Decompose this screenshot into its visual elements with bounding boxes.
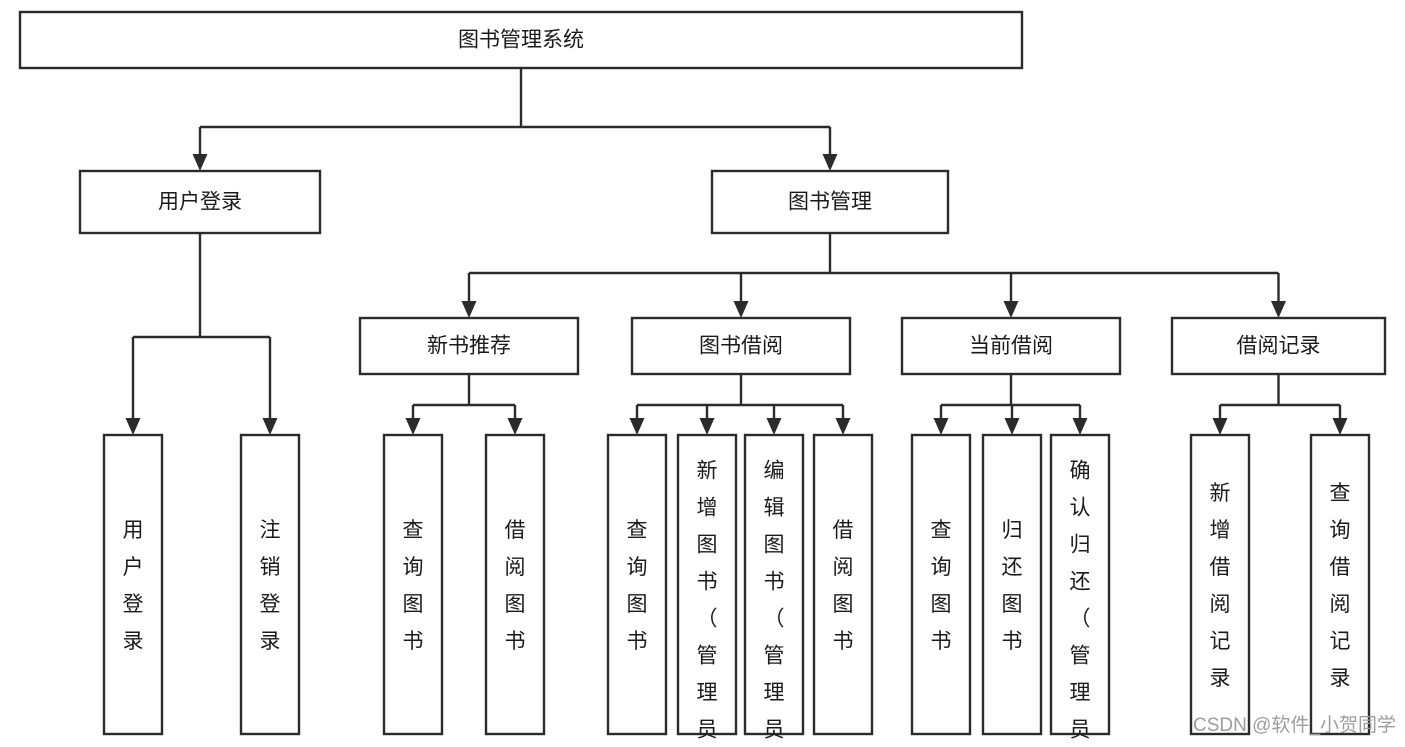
node-new-book-recommend-box[interactable] (358, 316, 580, 376)
leaf-node-1-box[interactable] (239, 433, 301, 736)
arrow-head-icon (461, 301, 477, 318)
arrow-head-icon (835, 418, 851, 435)
arrow-head-icon (405, 418, 421, 435)
leaf-node-8[interactable]: 查询图书 (910, 433, 972, 736)
leaf-node-7[interactable]: 借阅图书 (812, 433, 874, 736)
leaf-node-10[interactable]: 确认归还（管理员） (1049, 433, 1111, 747)
node-book-manage[interactable]: 图书管理 (710, 169, 950, 235)
node-system-root-label: 图书管理系统 (458, 29, 584, 52)
leaf-node-1[interactable]: 注销登录 (239, 433, 301, 736)
leaf-node-5-box[interactable] (676, 433, 738, 736)
arrow-head-icon (1004, 418, 1020, 435)
arrow-head-icon (192, 154, 208, 171)
node-current-borrow-label: 当前借阅 (969, 335, 1053, 358)
arrow-head-icon (1072, 418, 1088, 435)
leaf-node-10-label: 确认归还（管理员） (1070, 460, 1091, 747)
arrow-head-icon (766, 418, 782, 435)
node-system-root[interactable]: 图书管理系统 (18, 10, 1024, 70)
node-user-login[interactable]: 用户登录 (78, 169, 322, 235)
node-book-manage-box[interactable] (710, 169, 950, 235)
leaf-node-7-box[interactable] (812, 433, 874, 736)
node-system-root-box[interactable] (18, 10, 1024, 70)
leaf-node-0-box[interactable] (102, 433, 164, 736)
leaf-node-9[interactable]: 归还图书 (981, 433, 1043, 736)
node-borrow-record-label: 借阅记录 (1237, 335, 1321, 358)
arrow-head-icon (822, 154, 838, 171)
leaf-node-5-label: 新增图书（管理员） (697, 460, 718, 747)
arrow-head-icon (699, 418, 715, 435)
leaf-node-3[interactable]: 借阅图书 (484, 433, 546, 736)
node-current-borrow[interactable]: 当前借阅 (900, 316, 1122, 376)
leaf-node-6-label: 编辑图书（管理员） (764, 460, 785, 747)
arrow-head-icon (1271, 301, 1286, 318)
node-new-book-recommend-label: 新书推荐 (427, 335, 511, 358)
node-borrow-record-box[interactable] (1170, 316, 1387, 376)
node-current-borrow-box[interactable] (900, 316, 1122, 376)
leaf-node-7-label: 借阅图书 (833, 519, 854, 653)
arrow-head-icon (1003, 301, 1019, 318)
leaf-node-3-box[interactable] (484, 433, 546, 736)
node-user-login-label: 用户登录 (158, 191, 242, 214)
arrow-head-icon (733, 301, 749, 318)
arrow-head-icon (262, 418, 278, 435)
arrow-head-icon (629, 418, 645, 435)
arrow-head-icon (125, 418, 141, 435)
leaf-node-12-box[interactable] (1309, 433, 1371, 736)
leaf-node-9-box[interactable] (981, 433, 1043, 736)
leaf-node-2[interactable]: 查询图书 (382, 433, 444, 736)
node-book-borrow[interactable]: 图书借阅 (630, 316, 852, 376)
leaf-node-0[interactable]: 用户登录 (102, 433, 164, 736)
leaf-node-11-label: 新增借阅记录 (1210, 482, 1231, 690)
arrow-head-icon (1332, 418, 1348, 435)
leaf-node-9-label: 归还图书 (1002, 519, 1023, 653)
leaf-node-0-label: 用户登录 (123, 519, 144, 653)
leaf-node-6[interactable]: 编辑图书（管理员） (743, 433, 805, 747)
leaf-node-2-label: 查询图书 (403, 519, 424, 653)
arrow-head-icon (1212, 418, 1228, 435)
leaf-node-8-box[interactable] (910, 433, 972, 736)
arrow-head-icon (507, 418, 523, 435)
node-book-manage-label: 图书管理 (788, 191, 872, 214)
leaf-node-2-box[interactable] (382, 433, 444, 736)
leaf-node-11[interactable]: 新增借阅记录 (1189, 433, 1251, 736)
leaf-node-1-label: 注销登录 (260, 519, 281, 653)
node-new-book-recommend[interactable]: 新书推荐 (358, 316, 580, 376)
leaf-node-5[interactable]: 新增图书（管理员） (676, 433, 738, 747)
leaf-node-11-box[interactable] (1189, 433, 1251, 736)
connector-layer (125, 68, 1348, 435)
node-book-borrow-label: 图书借阅 (699, 335, 783, 358)
leaf-node-12[interactable]: 查询借阅记录 (1309, 433, 1371, 736)
node-borrow-record[interactable]: 借阅记录 (1170, 316, 1387, 376)
leaf-node-3-label: 借阅图书 (505, 519, 526, 653)
node-user-login-box[interactable] (78, 169, 322, 235)
csdn-watermark: CSDN @软件_小贺同学 (1193, 714, 1396, 736)
leaf-node-6-box[interactable] (743, 433, 805, 736)
leaf-node-4-box[interactable] (606, 433, 668, 736)
leaf-node-4[interactable]: 查询图书 (606, 433, 668, 736)
arrow-head-icon (933, 418, 949, 435)
node-book-borrow-box[interactable] (630, 316, 852, 376)
leaf-node-12-label: 查询借阅记录 (1330, 482, 1351, 690)
leaf-node-10-box[interactable] (1049, 433, 1111, 736)
leaf-node-8-label: 查询图书 (931, 519, 952, 653)
node-layer: 图书管理系统用户登录图书管理新书推荐图书借阅当前借阅借阅记录用户登录注销登录查询… (18, 10, 1387, 747)
leaf-node-4-label: 查询图书 (627, 519, 648, 653)
